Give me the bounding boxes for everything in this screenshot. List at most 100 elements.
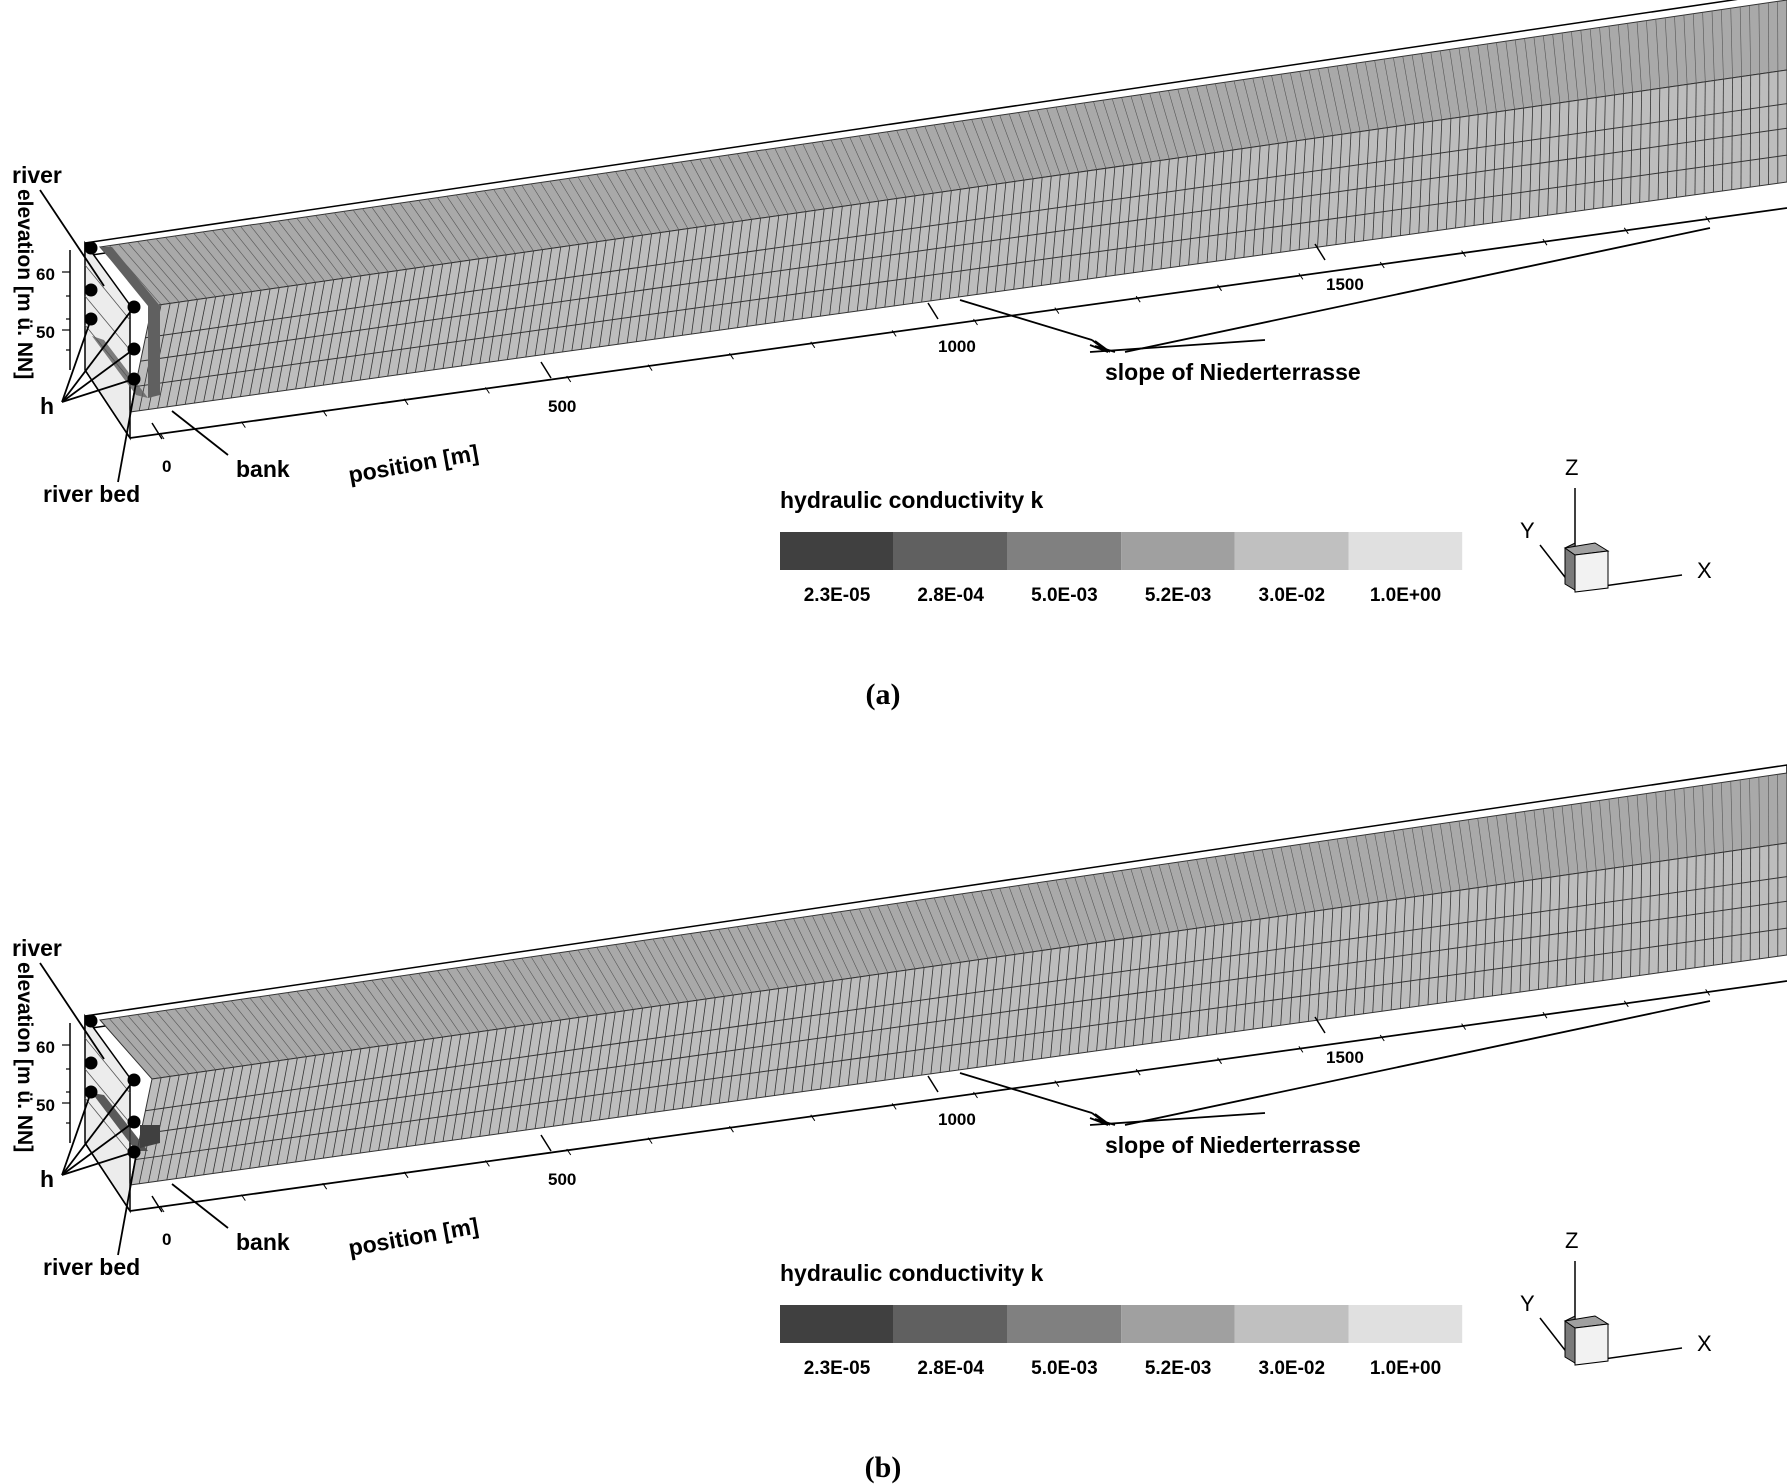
mesh-cell-line bbox=[1008, 886, 1034, 952]
h-leader bbox=[61, 1091, 92, 1176]
position-axis-title: position [m] bbox=[346, 1212, 480, 1260]
mesh-cell-line bbox=[1486, 816, 1497, 885]
mesh-cell-line bbox=[276, 284, 298, 392]
mesh-cell-line bbox=[1355, 836, 1370, 904]
mesh-cell-line bbox=[1528, 879, 1534, 991]
mesh-cell-line bbox=[1036, 109, 1061, 175]
mesh-cell-line bbox=[512, 959, 552, 1022]
mesh-cell-line bbox=[276, 1057, 298, 1165]
mesh-cell-line bbox=[1533, 37, 1543, 106]
mesh-cell-line bbox=[810, 981, 825, 1091]
mesh-cell-line bbox=[1215, 856, 1234, 924]
position-minor-tick bbox=[1461, 250, 1467, 257]
mesh-cell-line bbox=[1694, 856, 1697, 968]
mesh-cell-line bbox=[380, 205, 425, 267]
mesh-cell-line bbox=[990, 889, 1016, 955]
mesh-cell-line bbox=[334, 212, 380, 274]
mesh-cell-line bbox=[1657, 88, 1661, 200]
mesh-cell-line bbox=[1018, 112, 1043, 178]
river-leader bbox=[39, 189, 105, 287]
mesh-cell-line bbox=[322, 278, 344, 386]
mesh-cell-line bbox=[605, 945, 643, 1009]
mesh-cell-line bbox=[905, 128, 934, 194]
mesh-cell-line bbox=[341, 275, 362, 383]
mesh-cell-line bbox=[1620, 866, 1624, 979]
mesh-cell-line bbox=[615, 944, 652, 1008]
position-minor-tick bbox=[891, 330, 897, 337]
mesh-cell-line bbox=[718, 995, 734, 1104]
mesh-cell-line bbox=[1160, 159, 1170, 269]
mesh-cell-line bbox=[886, 904, 916, 969]
mesh-cell-line bbox=[203, 295, 226, 402]
mesh-cell-line bbox=[558, 952, 598, 1015]
mesh-cell-line bbox=[792, 984, 807, 1094]
mesh-cell-line bbox=[470, 1030, 489, 1138]
slope-leader bbox=[959, 299, 1093, 341]
bank-label: bank bbox=[236, 456, 290, 482]
position-minor-tick bbox=[810, 341, 816, 349]
mesh-cell-line bbox=[1121, 97, 1143, 164]
mesh-cell-line bbox=[577, 176, 616, 240]
mesh-cell-line bbox=[534, 248, 553, 356]
mesh-cell-line bbox=[1411, 827, 1424, 896]
mesh-cell-line bbox=[1158, 864, 1179, 931]
mesh-cell-line bbox=[286, 1056, 307, 1164]
mesh-cell-line bbox=[896, 130, 925, 195]
mesh-cell-line bbox=[681, 1000, 698, 1109]
slope-leader bbox=[1091, 1112, 1109, 1126]
mesh-cell-line bbox=[305, 216, 353, 278]
mesh-cell-line bbox=[1646, 20, 1652, 90]
position-minor-tick bbox=[1379, 1034, 1385, 1042]
mesh-cell-line bbox=[1599, 800, 1606, 870]
mesh-cell-line bbox=[461, 1031, 480, 1140]
mesh-cell-line bbox=[1692, 13, 1697, 84]
position-minor-tick bbox=[403, 398, 409, 406]
slab-bottom-edge bbox=[129, 980, 1787, 1212]
mesh-cell-line bbox=[1186, 860, 1206, 927]
river-bed-label: river bed bbox=[43, 1254, 140, 1280]
mesh-cell-line bbox=[1068, 172, 1079, 282]
mesh-cell-line bbox=[451, 1033, 471, 1141]
mesh-cell-line bbox=[479, 1029, 498, 1137]
mesh-cell-line bbox=[708, 157, 743, 221]
mesh-cell-line bbox=[1114, 165, 1125, 276]
legend-value: 2.8E-04 bbox=[917, 1358, 984, 1379]
mesh-cell-line bbox=[1445, 891, 1452, 1003]
legend-swatch bbox=[1348, 1305, 1463, 1343]
mesh-cell-line bbox=[442, 1034, 462, 1142]
mesh-cell-line bbox=[1492, 111, 1497, 223]
mesh-cell-line bbox=[368, 1044, 389, 1152]
position-minor-tick bbox=[647, 1137, 653, 1144]
mesh-cell-line bbox=[1160, 932, 1170, 1042]
mesh-cell-line bbox=[202, 231, 253, 292]
mesh-cell-line bbox=[1482, 113, 1488, 225]
mesh-cell-line bbox=[396, 267, 416, 376]
mesh-cell-line bbox=[1243, 920, 1252, 1031]
mesh-cell-line bbox=[820, 207, 834, 317]
mesh-cell-line bbox=[635, 1006, 652, 1115]
mesh-cell-line bbox=[1464, 115, 1470, 227]
mesh-cell-line bbox=[1627, 796, 1633, 866]
mesh-cell-line bbox=[1505, 814, 1515, 883]
mesh-cell-line bbox=[1040, 949, 1052, 1059]
mesh-cell-line bbox=[1749, 5, 1751, 76]
mesh-cell-line bbox=[1593, 97, 1597, 209]
mesh-cell-line bbox=[1280, 915, 1288, 1026]
mesh-cell-line bbox=[1608, 799, 1615, 868]
mesh-cell-line bbox=[994, 182, 1007, 292]
position-minor-tick bbox=[322, 409, 328, 417]
mesh-cell-line bbox=[362, 981, 407, 1043]
mesh-cell-line bbox=[773, 987, 789, 1096]
elevation-axis-title: elevation [m ü. NN] bbox=[13, 962, 36, 1152]
mesh-cell-line bbox=[915, 127, 943, 193]
mesh-cell-line bbox=[866, 201, 880, 310]
mesh-cell-line bbox=[1068, 945, 1079, 1055]
mesh-cell-line bbox=[930, 191, 943, 301]
mesh-cell-line bbox=[359, 273, 380, 381]
mesh-cell-line bbox=[691, 225, 707, 335]
mesh-cell-line bbox=[157, 1074, 180, 1182]
mesh-cell-line bbox=[1519, 881, 1524, 993]
mesh-cell-line bbox=[1096, 168, 1107, 278]
mesh-cell-line bbox=[1271, 143, 1279, 254]
mesh-cell-line bbox=[465, 193, 507, 256]
